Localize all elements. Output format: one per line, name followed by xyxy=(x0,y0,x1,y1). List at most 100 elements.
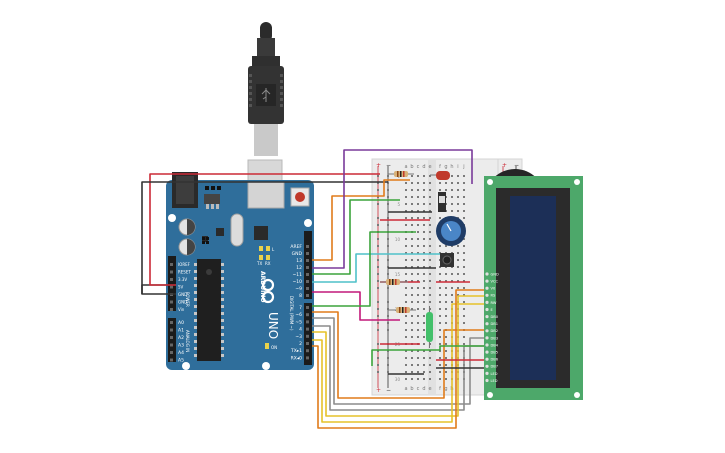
lcd-pin-socket[interactable] xyxy=(485,364,489,368)
digital-pin-socket[interactable] xyxy=(306,334,309,338)
power-pin-socket[interactable] xyxy=(170,270,173,274)
lcd-pin-label: GND xyxy=(491,272,499,276)
digital-pin-socket[interactable] xyxy=(306,266,309,269)
digital-pin-socket[interactable] xyxy=(306,313,309,317)
atmega-chip xyxy=(197,259,221,361)
power-pin-label: GND xyxy=(178,300,187,305)
power-pin-label: Vin xyxy=(178,307,185,312)
lcd-pin-socket[interactable] xyxy=(485,300,489,304)
usb-port xyxy=(247,181,285,209)
lcd-pin-socket[interactable] xyxy=(485,279,489,283)
lcd-pin-label: RS xyxy=(491,294,496,298)
lcd-pin-socket[interactable] xyxy=(485,357,489,361)
wire-green-1 xyxy=(312,199,400,275)
led-tx-label: TX xyxy=(256,261,262,266)
lcd-pin-socket[interactable] xyxy=(485,350,489,354)
analog-pin-label: A3 xyxy=(178,343,184,349)
digital-pin-socket[interactable] xyxy=(306,356,309,360)
lcd-pin-socket[interactable] xyxy=(485,336,489,340)
analog-pin-label: A5 xyxy=(178,358,184,364)
led-tx-icon xyxy=(259,255,263,260)
wire-orange-1 xyxy=(312,179,410,261)
analog-pin-label: A1 xyxy=(178,328,184,334)
lcd-pin-socket[interactable] xyxy=(485,329,489,333)
lcd-pin-socket[interactable] xyxy=(485,272,489,276)
power-pin-label: 5V xyxy=(178,285,184,290)
lcd-pin-socket[interactable] xyxy=(485,343,489,347)
digital-pin-socket[interactable] xyxy=(306,287,309,290)
wire-5v xyxy=(149,173,380,286)
digital-pin-socket[interactable] xyxy=(306,320,309,324)
lcd-pin-socket[interactable] xyxy=(485,307,489,312)
digital-pin-label: 8 xyxy=(299,293,302,299)
power-header-label: POWER xyxy=(185,292,190,307)
analog-pin-socket[interactable] xyxy=(170,328,173,332)
digital-pin-label: ~11 xyxy=(293,272,303,278)
slide-switch[interactable] xyxy=(438,192,446,212)
lcd-pin-label: DB7 xyxy=(491,365,499,369)
analog-pin-socket[interactable] xyxy=(170,336,173,339)
arduino-model-label: UNO xyxy=(266,312,280,339)
rail-minus-label-bottom: − xyxy=(386,387,391,394)
digital-pin-label: GND xyxy=(292,251,303,257)
digital-pin-socket[interactable] xyxy=(306,280,309,283)
analog-pin-label: A0 xyxy=(178,320,184,326)
lcd-pin-label: DB1 xyxy=(491,322,499,326)
lcd-pin-socket[interactable] xyxy=(485,378,489,383)
wire-yellow-2 xyxy=(312,303,486,423)
analog-header-label: ANALOG IN xyxy=(185,330,190,352)
analog-pin-socket[interactable] xyxy=(170,358,173,362)
digital-pin-label: 12 xyxy=(296,265,302,271)
power-pin-socket[interactable] xyxy=(170,308,173,311)
led-l-icon xyxy=(259,246,263,251)
digital-pin-socket[interactable] xyxy=(306,327,309,331)
power-pin-label: IOREF xyxy=(178,262,191,267)
led-on-label: ON xyxy=(271,345,277,350)
digital-pin-socket[interactable] xyxy=(306,294,309,297)
rail-plus-label-bottom: + xyxy=(376,387,381,394)
potentiometer[interactable] xyxy=(436,216,466,246)
digital-pin-socket[interactable] xyxy=(306,349,309,353)
lcd-pin-label: DB0 xyxy=(491,315,499,319)
breadboard-column-label: b xyxy=(410,164,413,170)
lcd-pin-socket[interactable] xyxy=(485,286,489,290)
breadboard-row-label: 30 xyxy=(395,377,401,382)
digital-pin-label: ~9 xyxy=(295,286,302,292)
lcd-pin-socket[interactable] xyxy=(485,371,489,375)
digital-pin-socket[interactable] xyxy=(306,252,309,255)
rail-plus-label: + xyxy=(376,162,381,169)
digital-pin-label: ~3 xyxy=(295,334,302,340)
lcd-pin-socket[interactable] xyxy=(485,322,489,326)
digital-pin-socket[interactable] xyxy=(306,245,309,248)
resistor-lower xyxy=(388,307,416,313)
led-rx-icon xyxy=(266,255,270,260)
lcd-pin-socket[interactable] xyxy=(485,293,489,297)
breadboard-column-label: d xyxy=(422,386,425,392)
power-pin-socket[interactable] xyxy=(170,263,173,266)
power-pin-socket[interactable] xyxy=(170,278,173,281)
digital-pin-socket[interactable] xyxy=(306,273,309,276)
wire-orange-3 xyxy=(312,289,486,429)
digital-pin-label: 4 xyxy=(299,327,302,333)
breadboard-column-label: a xyxy=(404,386,407,392)
power-pin-label: RESET xyxy=(178,270,191,275)
resistor-top xyxy=(388,171,414,177)
lcd-pin-label: LED xyxy=(491,372,498,376)
power-pin-socket[interactable] xyxy=(170,285,173,289)
analog-pin-socket[interactable] xyxy=(170,343,173,347)
breadboard-column-label: h xyxy=(450,164,453,170)
analog-pin-socket[interactable] xyxy=(170,321,173,324)
digital-pin-socket[interactable] xyxy=(306,259,309,262)
breadboard-row-label: 15 xyxy=(395,272,401,277)
digital-pin-socket[interactable] xyxy=(306,342,309,345)
analog-pin-socket[interactable] xyxy=(170,351,173,354)
lcd-pin-socket[interactable] xyxy=(485,315,489,319)
breadboard-column-label: a xyxy=(404,164,407,170)
push-button[interactable] xyxy=(440,253,454,267)
breadboard-column-label: j xyxy=(462,164,464,170)
digital-pin-label: AREF xyxy=(290,244,302,250)
power-pin-socket[interactable] xyxy=(170,300,173,304)
wire-green-2 xyxy=(312,231,416,307)
digital-pin-socket[interactable] xyxy=(306,306,309,309)
power-header xyxy=(168,256,176,311)
